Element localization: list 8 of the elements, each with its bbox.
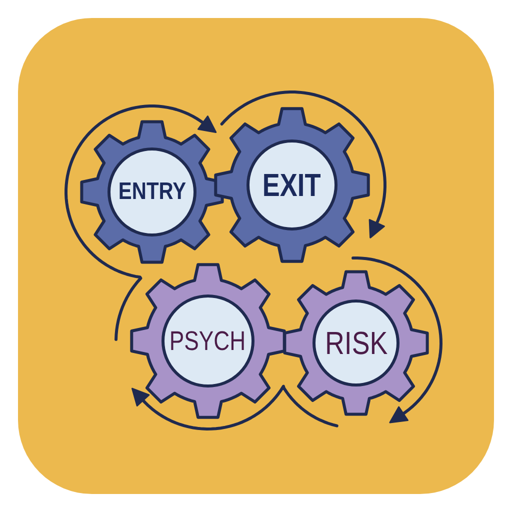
- gear-label: PSYCH: [170, 328, 246, 354]
- gear: [78, 118, 226, 266]
- gear: [281, 268, 431, 418]
- gear-label: EXIT: [262, 169, 322, 201]
- gear: [128, 261, 288, 421]
- gear: [212, 105, 372, 265]
- gear-label: ENTRY: [118, 180, 186, 204]
- gear-label: RISK: [324, 327, 388, 359]
